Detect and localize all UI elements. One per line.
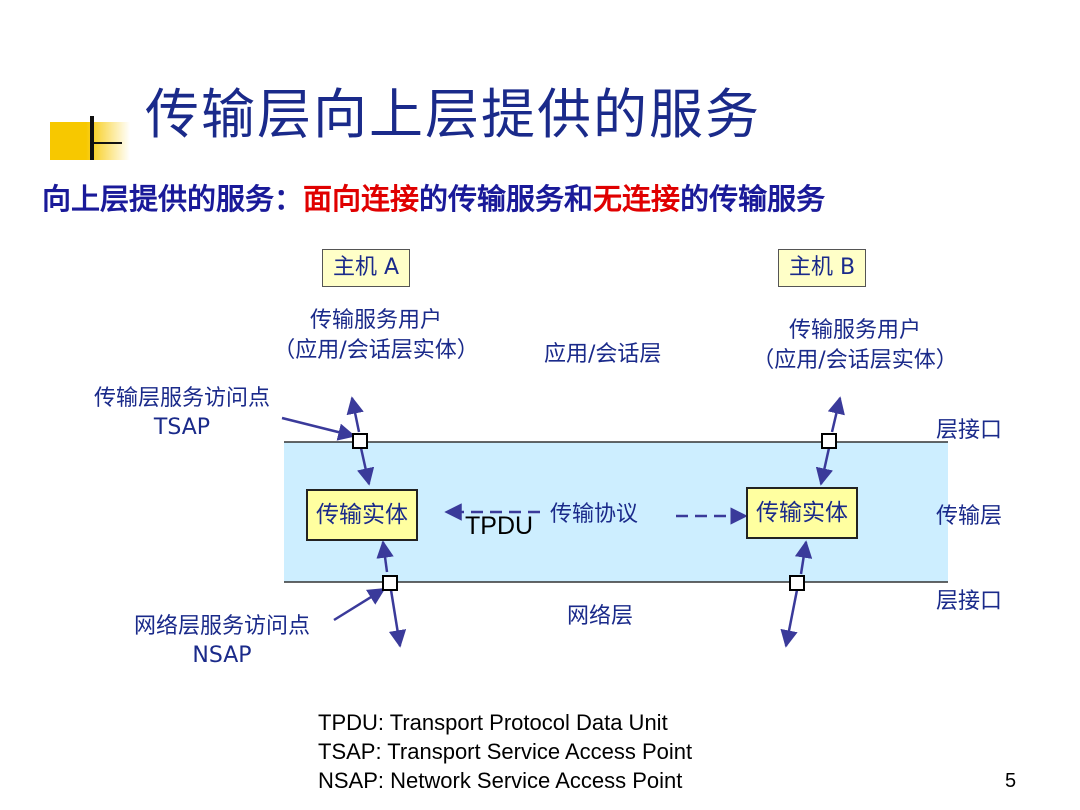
- host-a-user-line1: 传输服务用户: [309, 308, 442, 333]
- subtitle: 向上层提供的服务：面向连接的传输服务和无连接的传输服务: [42, 176, 825, 218]
- host-a-user-label: 传输服务用户 （应用/会话层实体）: [226, 306, 526, 366]
- host-a-tsap-square: [352, 433, 368, 449]
- nsap-label: 网络层服务访问点 NSAP: [92, 612, 352, 670]
- page-number: 5: [1005, 770, 1017, 792]
- app-layer-label: 应用/会话层: [544, 342, 662, 367]
- host-b-nsap-upper-arrow: [794, 540, 813, 575]
- host-a-user-arrow: [346, 396, 364, 433]
- host-a-nsap-square: [382, 575, 398, 591]
- host-b-user-arrow: [827, 396, 845, 433]
- subtitle-suffix: 的传输服务: [680, 182, 826, 216]
- title-bullet-bar: [90, 116, 94, 160]
- title-bullet-base: [94, 142, 122, 144]
- host-b-transport-entity: 传输实体: [746, 487, 858, 539]
- nsap-pointer-arrow: [333, 587, 386, 622]
- host-a-transport-entity: 传输实体: [306, 489, 418, 541]
- legend-tsap: TSAP: Transport Service Access Point: [318, 739, 693, 764]
- host-b-nsap-square: [789, 575, 805, 591]
- subtitle-connection-oriented: 面向连接: [303, 182, 420, 216]
- host-b-user-line2: （应用/会话层实体）: [752, 348, 958, 373]
- host-a-label: 主机 A: [322, 249, 411, 287]
- subtitle-prefix: 向上层提供的服务：: [42, 182, 304, 216]
- slide-title: 传输层向上层提供的服务: [145, 83, 761, 146]
- layer-interface-top-label: 层接口: [936, 418, 1003, 443]
- host-a-user-line2: （应用/会话层实体）: [273, 338, 479, 363]
- nsap-line2: NSAP: [192, 643, 252, 668]
- nsap-line1: 网络层服务访问点: [133, 614, 310, 639]
- tsap-pointer-arrow: [281, 416, 356, 441]
- host-b-tsap-square: [821, 433, 837, 449]
- tsap-label: 传输层服务访问点 TSAP: [52, 384, 312, 442]
- network-layer-label: 网络层: [567, 604, 634, 629]
- legend-nsap: NSAP: Network Service Access Point: [318, 768, 683, 793]
- transport-layer-label: 传输层: [936, 504, 1003, 529]
- layer-interface-bottom-label: 层接口: [936, 589, 1003, 614]
- tsap-line1: 传输层服务访问点: [93, 386, 270, 411]
- tsap-line2: TSAP: [153, 415, 211, 440]
- host-b-tsap-arrow: [815, 447, 833, 486]
- legend-tpdu: TPDU: Transport Protocol Data Unit: [318, 710, 668, 735]
- host-b-nsap-lower-arrow: [780, 589, 799, 648]
- host-b-user-line1: 传输服务用户: [788, 318, 921, 343]
- host-a-tsap-arrow: [357, 447, 375, 486]
- tpdu-label: TPDU: [465, 512, 534, 540]
- host-a-nsap-upper-arrow: [376, 540, 394, 573]
- abbreviation-legend: TPDU: Transport Protocol Data Unit TSAP:…: [318, 708, 692, 795]
- host-b-user-label: 传输服务用户 （应用/会话层实体）: [710, 316, 1000, 376]
- subtitle-middle: 的传输服务和: [419, 182, 594, 216]
- subtitle-connectionless: 无连接: [593, 182, 681, 216]
- transport-protocol-label: 传输协议: [550, 502, 639, 527]
- host-a-nsap-lower-arrow: [388, 589, 407, 648]
- host-b-label: 主机 B: [778, 249, 867, 287]
